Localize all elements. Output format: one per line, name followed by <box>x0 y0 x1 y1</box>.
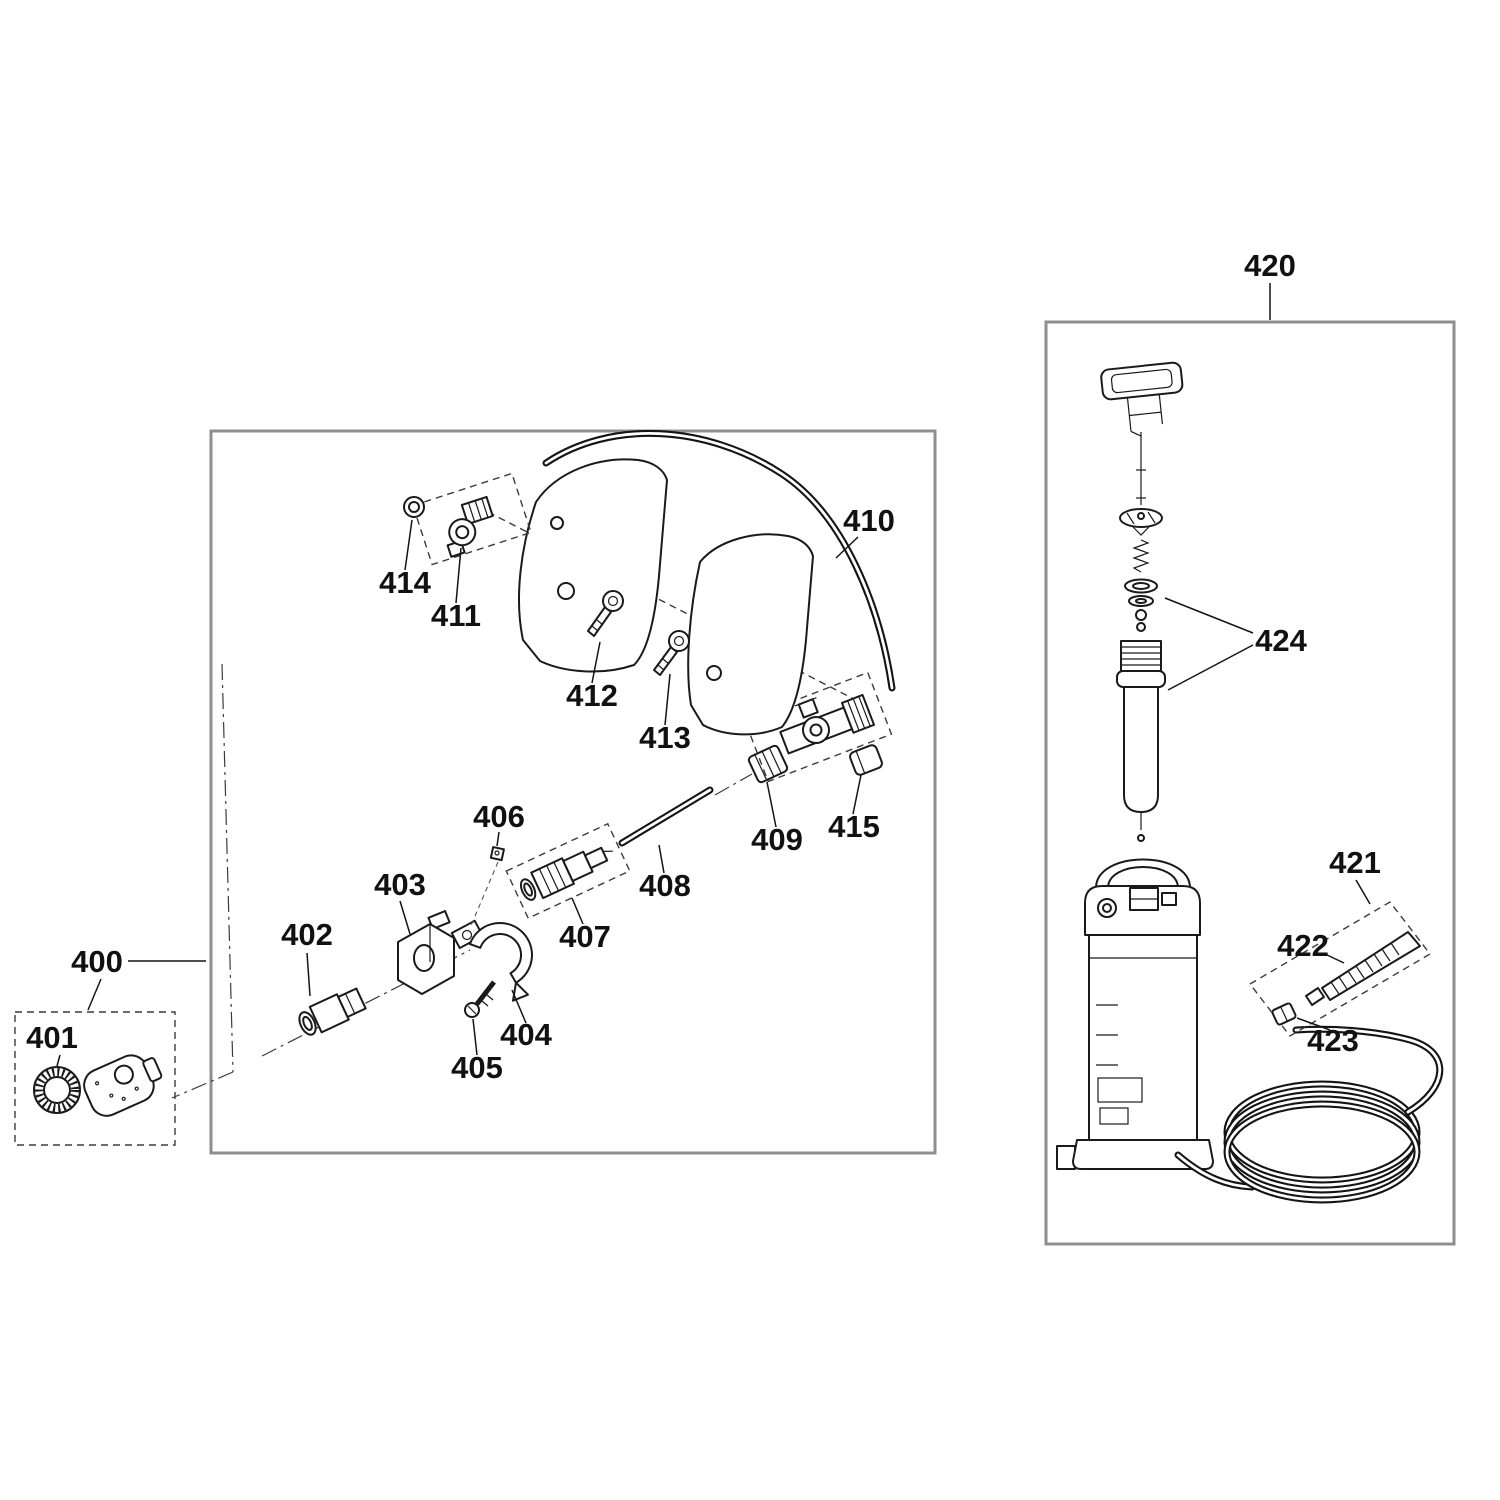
part-400-coupler <box>83 1054 163 1117</box>
part-valve-assembly <box>743 671 893 783</box>
part-405-screw <box>464 980 496 1018</box>
part-406-nut <box>469 846 505 929</box>
pump-handle <box>1100 361 1184 437</box>
leader-lines <box>56 283 1371 1067</box>
coiled-hose <box>1174 1025 1444 1204</box>
part-label-411: 411 <box>431 598 481 633</box>
part-label-401: 401 <box>26 1020 78 1055</box>
part-label-405: 405 <box>451 1050 503 1085</box>
part-label-415: 415 <box>828 809 880 844</box>
tank-assembly-frame <box>1044 320 1456 1246</box>
part-label-403: 403 <box>374 867 426 902</box>
part-label-412: 412 <box>566 678 618 713</box>
part-411-elbow-valve <box>412 472 532 566</box>
part-407-coupling <box>505 822 631 920</box>
shield-plate-b <box>687 533 814 736</box>
tank-body <box>1088 934 1198 1141</box>
pump-rod <box>1136 432 1146 505</box>
shield-plate-a <box>518 458 668 673</box>
part-label-421: 421 <box>1329 845 1381 880</box>
coupler-group-dashed-box <box>14 1011 176 1146</box>
part-label-424: 424 <box>1255 623 1307 658</box>
part-label-414: 414 <box>379 565 431 600</box>
part-412-bolt <box>587 590 624 637</box>
part-414-nut <box>403 496 425 518</box>
part-404-clamp <box>450 919 533 1002</box>
part-409-nut <box>747 744 789 784</box>
pump-barrel <box>1116 640 1166 842</box>
part-403-elbow <box>397 910 455 995</box>
part-423-clip <box>1271 1002 1297 1026</box>
part-label-400: 400 <box>71 944 123 979</box>
part-label-422: 422 <box>1277 928 1329 963</box>
part-408-tube <box>618 786 714 847</box>
part-415-cap <box>849 744 883 776</box>
part-422-lance <box>1305 931 1421 1006</box>
part-label-407: 407 <box>559 919 611 954</box>
part-label-410: 410 <box>843 503 895 538</box>
part-402-connector <box>298 987 367 1036</box>
part-label-402: 402 <box>281 917 333 952</box>
pump-washer-stack <box>1124 578 1158 632</box>
part-label-408: 408 <box>639 868 691 903</box>
part-410-hose <box>542 429 896 692</box>
part-401-ring-nut <box>33 1066 81 1114</box>
pump-spring <box>1132 539 1150 573</box>
part-label-423: 423 <box>1307 1023 1359 1058</box>
tank-base <box>1056 1139 1214 1170</box>
main-assembly-frame <box>209 429 937 1155</box>
part-label-409: 409 <box>751 822 803 857</box>
tank-cap <box>1084 885 1201 936</box>
part-413-bolt <box>653 630 690 676</box>
part-label-406: 406 <box>473 799 525 834</box>
part-label-413: 413 <box>639 720 691 755</box>
pump-piston-disc <box>1119 508 1163 536</box>
part-label-420: 420 <box>1244 248 1296 283</box>
part-label-404: 404 <box>500 1017 552 1052</box>
tank-handle <box>1095 858 1191 889</box>
